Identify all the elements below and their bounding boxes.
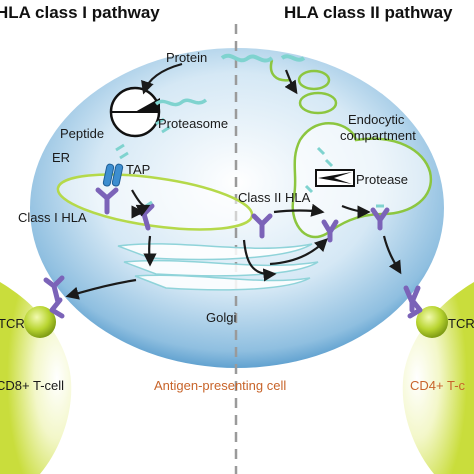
- proteasome-icon: [109, 86, 161, 138]
- protein-strand: [280, 54, 306, 62]
- label-endocytic: Endocytic: [348, 112, 405, 127]
- tap-channel-icon: [102, 163, 124, 187]
- peptide-fragment: [115, 143, 129, 160]
- golgi-stack: [134, 274, 311, 291]
- title-class-i: HLA class I pathway: [0, 3, 160, 22]
- label-cd8-tcell: CD8+ T-cell: [0, 378, 64, 393]
- peptide-fragment: [155, 117, 171, 134]
- endosome-vesicle: [298, 91, 338, 115]
- protein-strand: [154, 98, 208, 107]
- receptor-icon: [95, 187, 119, 215]
- label-tcr-right: TCR: [448, 316, 474, 331]
- label-class-i-hla: Class I HLA: [18, 210, 87, 225]
- protein-strand: [220, 53, 274, 63]
- golgi-stack: [117, 243, 313, 261]
- tcr-ball: [24, 306, 56, 338]
- label-protein: Protein: [166, 50, 207, 65]
- protease-icon: [315, 169, 355, 187]
- tcr-receptor: [49, 297, 65, 319]
- label-protease: Protease: [356, 172, 408, 187]
- title-class-ii: HLA class II pathway: [284, 3, 453, 22]
- label-antigen-presenting-cell: Antigen-presenting cell: [154, 378, 286, 393]
- tcr-receptor: [407, 297, 423, 319]
- label-er: ER: [52, 150, 70, 165]
- endosome-vesicle: [297, 69, 331, 91]
- label-golgi: Golgi: [206, 310, 236, 325]
- arrow-icon: [65, 62, 402, 300]
- cd4-tcell-body: [402, 282, 474, 474]
- label-compartment: compartment: [340, 128, 416, 143]
- cd8-tcell-body: [0, 282, 72, 474]
- label-proteasome: Proteasome: [158, 116, 228, 131]
- label-tcr-left: TCR: [0, 316, 25, 331]
- receptor-icon: [251, 213, 273, 239]
- label-tap: TAP: [126, 162, 150, 177]
- label-class-ii-hla: Class II HLA: [238, 190, 311, 205]
- label-cd4-tcell: CD4+ T-c: [410, 378, 466, 393]
- tcr-ball: [416, 306, 448, 338]
- receptor-icon: [370, 204, 390, 231]
- endocytic-compartment: [291, 122, 433, 239]
- receptor-icon: [321, 219, 339, 243]
- label-peptide: Peptide: [60, 126, 104, 141]
- peptide-fragment: [304, 146, 334, 194]
